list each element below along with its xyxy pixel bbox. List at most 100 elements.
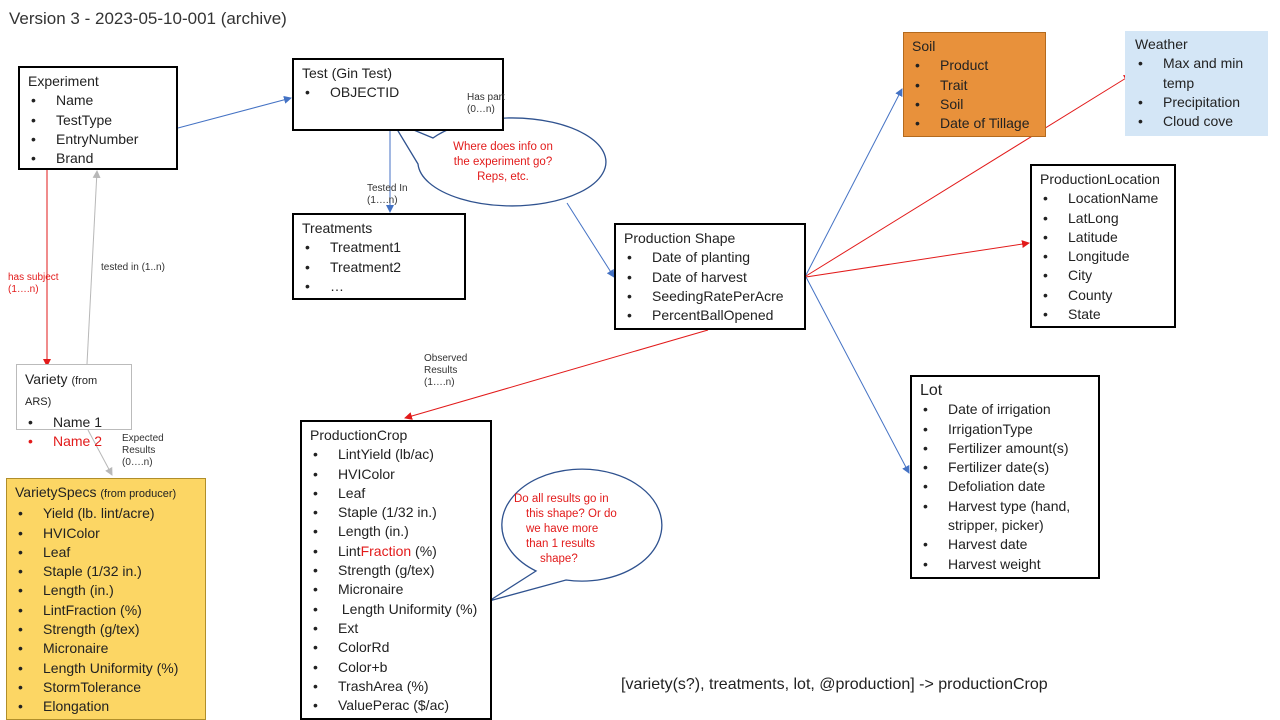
- list-item: Length (in.): [310, 522, 482, 542]
- list-item: Harvest weight: [920, 555, 1090, 575]
- box-title: ProductionCrop: [310, 427, 408, 443]
- label-expected-results: Expected Results (0….n): [122, 433, 164, 469]
- label-line: (1….n): [424, 377, 455, 388]
- list-item: EntryNumber: [28, 130, 168, 150]
- list-item: Soil: [912, 95, 1037, 115]
- list-item: IrrigationType: [920, 420, 1090, 440]
- list-item: Treatment2: [302, 258, 456, 278]
- list-item: ColorRd: [310, 638, 482, 658]
- list-item: …: [302, 277, 456, 297]
- list-item: Latitude: [1040, 228, 1166, 248]
- edge-production-weather: [805, 74, 1132, 277]
- lint-fraction-prefix: Lint: [338, 542, 361, 559]
- production-crop-box[interactable]: ProductionCrop LintYield (lb/ac) HVIColo…: [300, 420, 492, 720]
- label-tested-in-exp: tested in (1..n): [101, 262, 165, 273]
- label-line: Has part: [467, 92, 505, 103]
- list-item: Precipitation: [1135, 93, 1260, 113]
- list-item: PercentBallOpened: [624, 306, 796, 326]
- box-title: Weather: [1135, 36, 1188, 52]
- bubble-line: this shape? Or do: [526, 508, 617, 520]
- list-item: HVIColor: [310, 465, 482, 485]
- list-item: Date of harvest: [624, 268, 796, 288]
- label-line: Observed: [424, 353, 468, 364]
- list-item: Yield (lb. lint/acre): [15, 504, 197, 524]
- list-item: Name 2: [25, 432, 123, 452]
- list-item: LintFraction (%): [15, 601, 197, 621]
- box-title: Lot: [920, 382, 943, 399]
- list-item: Trait: [912, 76, 1037, 96]
- list-item: ValuePerac ($/ac): [310, 696, 482, 716]
- test-box[interactable]: Test (Gin Test) OBJECTID: [292, 58, 504, 131]
- label-line: Tested In: [367, 183, 408, 194]
- list-item: Staple (1/32 in.): [310, 503, 482, 523]
- label-line: (0….n): [122, 457, 153, 468]
- list-item: Brand: [28, 149, 168, 169]
- list-item: Longitude: [1040, 247, 1166, 267]
- list-item: LintFraction (%): [310, 542, 482, 562]
- list-item: Harvest type (hand, stripper, picker): [920, 497, 1090, 536]
- list-item: County: [1040, 286, 1166, 306]
- edge-production-lot: [805, 276, 910, 474]
- soil-box[interactable]: Soil Product Trait Soil Date of Tillage: [903, 32, 1046, 137]
- list-item: Date of planting: [624, 248, 796, 268]
- label-tested-in: Tested In (1….n): [367, 183, 408, 207]
- list-item: Date of irrigation: [920, 400, 1090, 420]
- label-line: (1….n): [367, 195, 398, 206]
- bubble-experiment-info: [390, 117, 607, 207]
- list-item: Length Uniformity (%): [310, 600, 482, 620]
- box-title: Variety (from ARS): [25, 370, 123, 413]
- edge-test-productionshape: [566, 202, 615, 278]
- edge-variety-experiment: [86, 170, 101, 365]
- bubble-line: the experiment go?: [453, 156, 553, 168]
- lint-fraction-suffix: (%): [411, 542, 437, 559]
- box-title: ProductionLocation: [1040, 171, 1160, 187]
- list-item: City: [1040, 266, 1166, 286]
- production-shape-box[interactable]: Production Shape Date of planting Date o…: [614, 223, 806, 330]
- label-line: (0…n): [467, 104, 495, 115]
- variety-specs-title-note: (from producer): [100, 488, 177, 500]
- variety-box[interactable]: Variety (from ARS) Name 1 Name 2: [16, 364, 132, 451]
- edge-production-location: [805, 240, 1030, 278]
- variety-specs-box[interactable]: VarietySpecs (from producer) Yield (lb. …: [6, 478, 206, 720]
- page-title: Version 3 - 2023-05-10-001 (archive): [9, 9, 287, 28]
- bubble-results-shape: [488, 468, 663, 602]
- label-line: Results: [122, 445, 156, 456]
- variety-title: Variety: [25, 371, 68, 387]
- box-title: VarietySpecs (from producer): [15, 483, 197, 504]
- list-item: StormTolerance: [15, 678, 197, 698]
- list-item: Strength (g/tex): [310, 561, 482, 581]
- list-item: Ext: [310, 619, 482, 639]
- label-line: (1….n): [8, 284, 39, 295]
- box-title: Experiment: [28, 73, 99, 89]
- list-item: LatLong: [1040, 209, 1166, 229]
- bubble-line: than 1 results: [526, 538, 596, 550]
- edge-production-crop: [404, 329, 709, 420]
- edge-production-soil: [805, 88, 903, 276]
- box-title: Test (Gin Test): [302, 65, 392, 81]
- list-item: Leaf: [310, 484, 482, 504]
- bubble-line: we have more: [526, 523, 599, 535]
- weather-box[interactable]: Weather Max and min temp Precipitation C…: [1125, 31, 1268, 136]
- treatments-box[interactable]: Treatments Treatment1 Treatment2 …: [292, 213, 466, 300]
- list-item: Harvest date: [920, 535, 1090, 555]
- list-item: Treatment1: [302, 238, 456, 258]
- label-line: Results: [424, 365, 458, 376]
- list-item: Length Uniformity (%): [15, 659, 197, 679]
- list-item: Name: [28, 91, 168, 111]
- list-item: Strength (g/tex): [15, 620, 197, 640]
- formula-text: [variety(s?), treatments, lot, @producti…: [621, 676, 1048, 693]
- lot-box[interactable]: Lot Date of irrigation IrrigationType Fe…: [910, 375, 1100, 579]
- list-item: Color+b: [310, 658, 482, 678]
- label-line: has subject: [8, 272, 59, 283]
- label-has-subject: has subject (1….n): [8, 272, 59, 296]
- list-item: Date of Tillage: [912, 114, 1037, 134]
- list-item: SeedingRatePerAcre: [624, 287, 796, 307]
- experiment-box[interactable]: Experiment Name TestType EntryNumber Bra…: [18, 66, 178, 170]
- list-item: Elongation: [15, 697, 197, 717]
- list-item: Max and min temp: [1135, 54, 1260, 93]
- production-location-box[interactable]: ProductionLocation LocationName LatLong …: [1030, 164, 1176, 328]
- bubble-line: Where does info on: [453, 141, 553, 153]
- label-has-part: Has part (0…n): [467, 92, 505, 116]
- list-item: HVIColor: [15, 524, 197, 544]
- bubble-experiment-info-text: Where does info on the experiment go? Re…: [410, 140, 596, 185]
